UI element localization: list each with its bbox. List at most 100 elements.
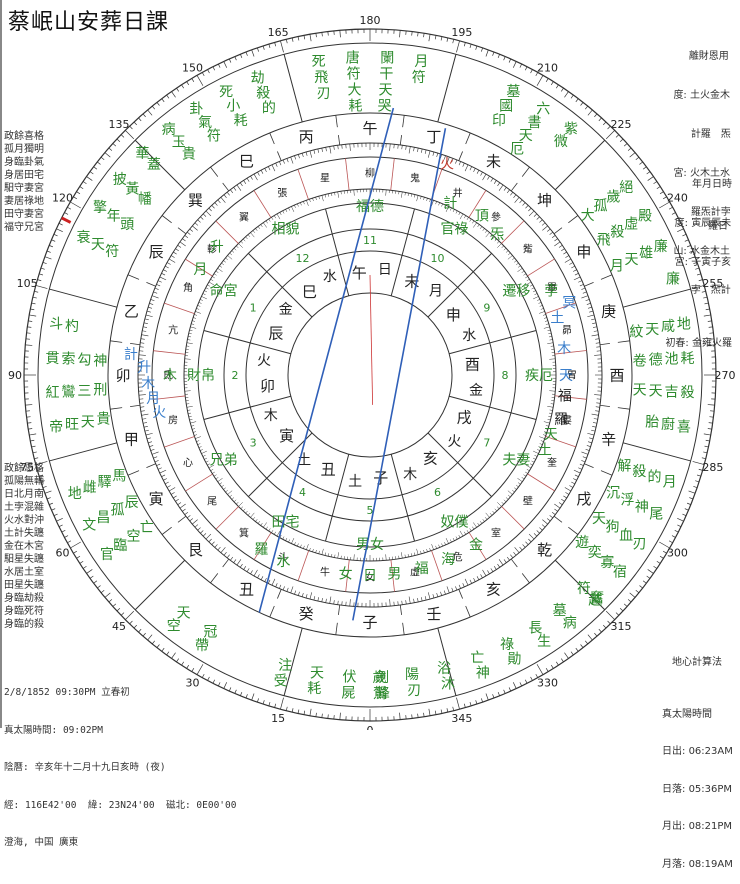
star-label: 受 xyxy=(274,673,288,689)
divider xyxy=(508,495,510,497)
palace-branch: 亥 xyxy=(423,450,438,468)
divider xyxy=(280,698,283,710)
divider xyxy=(477,576,479,580)
divider xyxy=(221,263,223,265)
divider xyxy=(263,46,264,50)
divider xyxy=(227,555,229,558)
divider xyxy=(265,168,267,172)
divider xyxy=(595,411,599,412)
divider xyxy=(318,597,319,601)
planet-label: 炁 xyxy=(490,227,504,243)
star-label: 天 xyxy=(378,82,392,98)
divider xyxy=(630,593,635,597)
divider xyxy=(586,299,590,300)
divider xyxy=(523,274,526,276)
divider xyxy=(705,446,709,447)
divider xyxy=(232,251,234,253)
divider xyxy=(272,579,275,585)
divider xyxy=(677,229,683,232)
divider xyxy=(571,95,573,98)
divider xyxy=(490,513,492,515)
divider xyxy=(47,251,51,252)
house-label: 命宮 xyxy=(210,283,238,300)
divider xyxy=(516,485,518,487)
divider xyxy=(350,599,351,606)
divider xyxy=(146,433,153,435)
divider xyxy=(529,211,534,216)
moonrise-row: 月出: 08:21PM xyxy=(662,821,733,834)
divider xyxy=(623,289,691,307)
mountain-label: 丙 xyxy=(299,128,314,146)
divider xyxy=(90,576,93,578)
divider xyxy=(591,319,595,320)
divider xyxy=(191,425,194,426)
divider xyxy=(467,530,469,533)
divider xyxy=(687,503,691,504)
divider xyxy=(212,542,215,545)
divider xyxy=(187,665,189,668)
palace-branch: 戌 xyxy=(457,408,472,426)
star-label: 狗 xyxy=(606,520,620,536)
divider xyxy=(287,588,288,592)
divider xyxy=(306,152,307,156)
house-label: 疾厄 xyxy=(525,368,553,384)
divider xyxy=(481,172,483,175)
divider xyxy=(185,391,191,392)
divider xyxy=(230,253,232,255)
divider xyxy=(230,190,232,193)
divider xyxy=(185,235,188,237)
palace-branch: 丑 xyxy=(321,460,336,478)
divider xyxy=(258,521,260,523)
divider xyxy=(502,506,525,529)
divider xyxy=(591,430,595,431)
divider xyxy=(218,268,223,271)
divider xyxy=(155,460,159,461)
divider xyxy=(705,303,709,304)
divider xyxy=(552,512,555,514)
divider xyxy=(191,324,194,325)
divider xyxy=(201,451,206,454)
divider xyxy=(409,597,410,604)
mansion-label: 鬼 xyxy=(410,172,420,185)
star-label: 天 xyxy=(310,665,324,681)
divider xyxy=(464,532,466,535)
divider xyxy=(244,566,246,569)
mountain-label: 癸 xyxy=(299,605,314,623)
divider xyxy=(675,218,679,220)
divider xyxy=(138,629,141,632)
divider xyxy=(573,270,577,272)
divider xyxy=(300,545,301,548)
divider xyxy=(283,586,284,590)
divider xyxy=(246,694,247,698)
divider xyxy=(595,339,599,340)
divider xyxy=(196,308,199,309)
divider xyxy=(298,710,299,714)
divider xyxy=(405,555,406,558)
house-label: 兄弟 xyxy=(210,453,238,469)
divider xyxy=(195,525,198,528)
divider xyxy=(408,554,409,557)
star-label: 的 xyxy=(262,101,276,117)
divider xyxy=(146,282,155,286)
divider xyxy=(682,514,686,516)
divider xyxy=(456,41,459,53)
divider xyxy=(435,711,436,715)
divider xyxy=(587,303,591,304)
divider xyxy=(203,214,206,217)
divider xyxy=(417,549,419,555)
divider xyxy=(594,114,597,117)
divider xyxy=(497,564,499,567)
divider xyxy=(280,41,283,53)
divider xyxy=(169,259,175,263)
divider xyxy=(565,256,568,258)
divider xyxy=(417,195,419,201)
divider xyxy=(546,668,548,671)
divider xyxy=(601,471,612,476)
divider xyxy=(588,110,592,115)
planet-label: 計 xyxy=(443,196,457,212)
divider xyxy=(189,333,192,334)
palace-element: 水 xyxy=(323,269,337,285)
house-label: 相貌 xyxy=(272,222,300,238)
divider xyxy=(277,589,281,598)
divider xyxy=(49,443,117,461)
